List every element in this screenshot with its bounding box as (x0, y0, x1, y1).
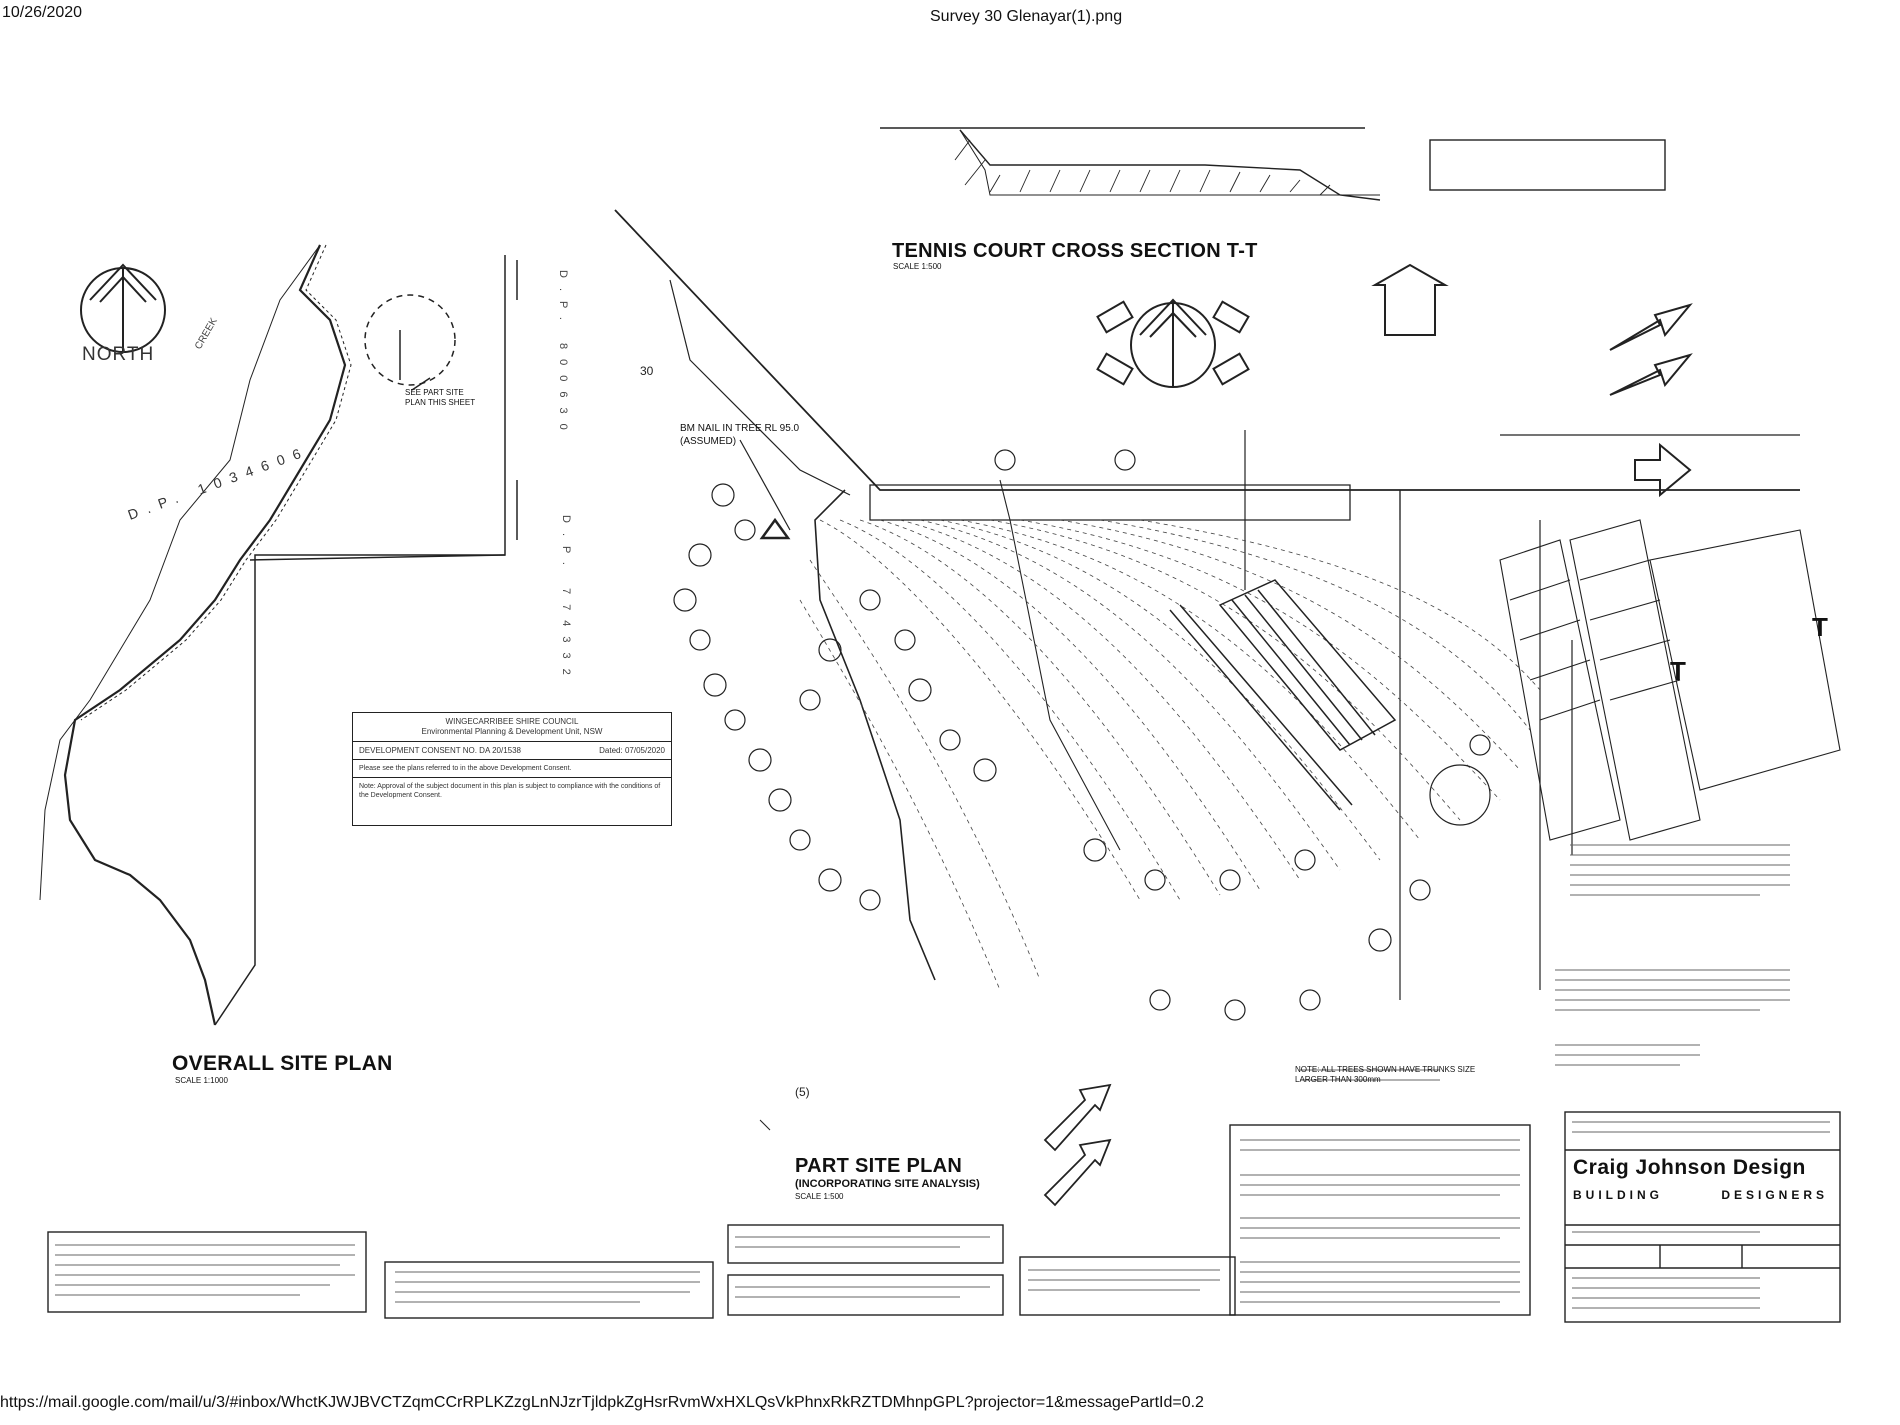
overall-site-plan-title: OVERALL SITE PLAN (172, 1052, 393, 1075)
tennis-section-linework (880, 127, 1666, 201)
print-filename: Survey 30 Glenayar(1).png (930, 8, 1123, 25)
lot-5-label: (5) (795, 1085, 810, 1099)
overall-site-plan-scale: SCALE 1:1000 (175, 1076, 228, 1085)
lot-number: 30 (640, 364, 654, 378)
part-site-plan-title: PART SITE PLAN (795, 1155, 963, 1177)
designer-name: Craig Johnson Design (1573, 1156, 1806, 1179)
trees-note: NOTE: ALL TREES SHOWN HAVE TRUNKS SIZE L… (1295, 1065, 1476, 1084)
north-arrow-icon (80, 263, 166, 353)
part-site-plan-linework (614, 209, 1841, 1207)
creek-label: CREEK (193, 316, 220, 352)
overall-lot-label: D.P. 1034606 (126, 442, 312, 523)
stamp-line-4: Dated: 07/05/2020 (599, 746, 665, 755)
survey-point-note: BM NAIL IN TREE RL 95.0 (ASSUMED) (680, 423, 800, 447)
designer-tagline-right: DESIGNERS (1721, 1188, 1828, 1202)
stamp-line-5: Please see the plans referred to in the … (359, 765, 572, 772)
stamp-line-6: Note: Approval of the subject document i… (359, 783, 661, 799)
print-date: 10/26/2020 (2, 4, 83, 21)
designer-tagline: BUILDING DESIGNERS (1573, 1188, 1828, 1202)
see-part-plan-note: SEE PART SITE PLAN THIS SHEET (405, 388, 476, 407)
print-url: https://mail.google.com/mail/u/3/#inbox/… (0, 1394, 1204, 1411)
stamp-line-2: Environmental Planning & Development Uni… (421, 727, 603, 736)
designer-tagline-left: BUILDING (1573, 1188, 1663, 1202)
section-marker-1: T (1670, 656, 1686, 686)
compass-rose-icon (1096, 298, 1250, 388)
notes-linework (47, 1111, 1841, 1323)
illegible-text-lines (55, 844, 1830, 1309)
tennis-section-title: TENNIS COURT CROSS SECTION T-T (892, 240, 1258, 262)
council-approval-stamp: WINGECARRIBEE SHIRE COUNCIL Environmenta… (352, 712, 672, 826)
views-arrow-icon (1371, 263, 1693, 498)
tennis-section-scale: SCALE 1:500 (893, 262, 942, 271)
rotated-label-right: D.P. 774332 (560, 515, 572, 685)
stamp-line-1: WINGECARRIBEE SHIRE COUNCIL (445, 717, 579, 726)
overall-site-plan-linework (39, 244, 518, 1026)
part-site-plan-scale: SCALE 1:500 (795, 1192, 844, 1201)
rotated-label-top: D.P. 800630 (557, 270, 569, 440)
north-label: NORTH (82, 344, 155, 365)
stamp-line-3: DEVELOPMENT CONSENT NO. DA 20/1538 (359, 746, 521, 755)
section-marker-2: T (1812, 612, 1828, 642)
part-site-plan-subtitle: (INCORPORATING SITE ANALYSIS) (795, 1178, 980, 1190)
